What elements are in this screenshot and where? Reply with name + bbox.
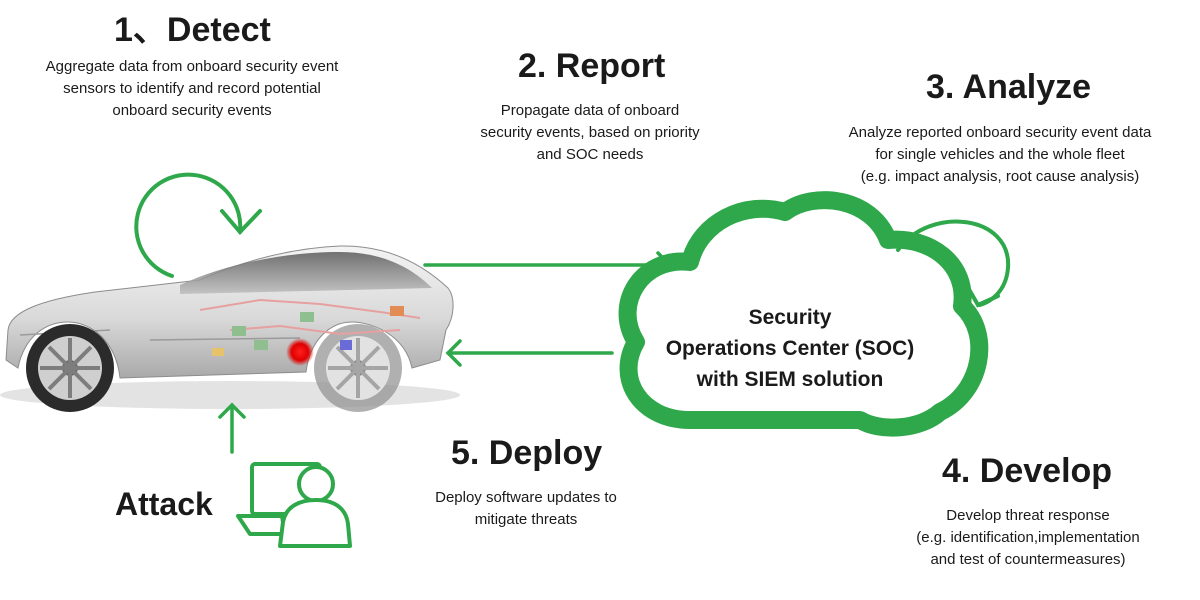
soc-line: with SIEM solution (696, 368, 884, 391)
deploy-description: Deploy software updates to mitigate thre… (400, 487, 652, 531)
detect-line: onboard security events (112, 102, 272, 119)
car-image (0, 245, 460, 412)
report-arrow-icon (423, 251, 673, 279)
analyze-circular-arrow-icon (896, 219, 1011, 308)
attack-arrow-icon (218, 402, 246, 454)
analyze-title: 3. Analyze (926, 68, 1092, 106)
analyze-line: (e.g. impact analysis, root cause analys… (860, 168, 1140, 185)
soc-line: Operations Center (SOC) (665, 337, 915, 360)
detect-description: Aggregate data from onboard security eve… (0, 56, 384, 122)
detect-line: Aggregate data from onboard security eve… (45, 58, 339, 75)
develop-line: and test of countermeasures) (930, 551, 1126, 568)
detect-line: sensors to identify and record potential (63, 80, 321, 97)
soc-label: Security Operations Center (SOC) with SI… (630, 302, 950, 395)
report-description: Propagate data of onboard security event… (440, 100, 740, 166)
circular-arrow-icon (134, 172, 262, 278)
deploy-line: mitigate threats (474, 511, 578, 528)
report-line: security events, based on priority (480, 124, 700, 141)
rear-wheel (314, 324, 402, 412)
soc-line: Security (748, 306, 832, 329)
ecu-modules (199, 298, 421, 366)
deploy-title: 5. Deploy (451, 434, 603, 472)
soc-cloud-icon (618, 191, 989, 437)
deploy-arrow-icon (445, 339, 614, 367)
deploy-line: Deploy software updates to (435, 489, 617, 506)
develop-line: (e.g. identification,implementation (916, 529, 1140, 546)
analyze-line: Analyze reported onboard security event … (848, 124, 1152, 141)
develop-line: Develop threat response (946, 507, 1110, 524)
analyze-description: Analyze reported onboard security event … (800, 122, 1200, 188)
hacker-laptop-icon (236, 462, 352, 548)
report-title: 2. Report (518, 47, 666, 85)
attack-label: Attack (115, 486, 213, 522)
report-line: Propagate data of onboard (500, 102, 680, 119)
develop-title: 4. Develop (942, 452, 1113, 490)
report-line: and SOC needs (536, 146, 644, 163)
analyze-line: for single vehicles and the whole fleet (875, 146, 1125, 163)
front-wheel (26, 324, 114, 412)
detect-title: 1、Detect (114, 11, 271, 49)
develop-description: Develop threat response (e.g. identifica… (870, 505, 1186, 571)
